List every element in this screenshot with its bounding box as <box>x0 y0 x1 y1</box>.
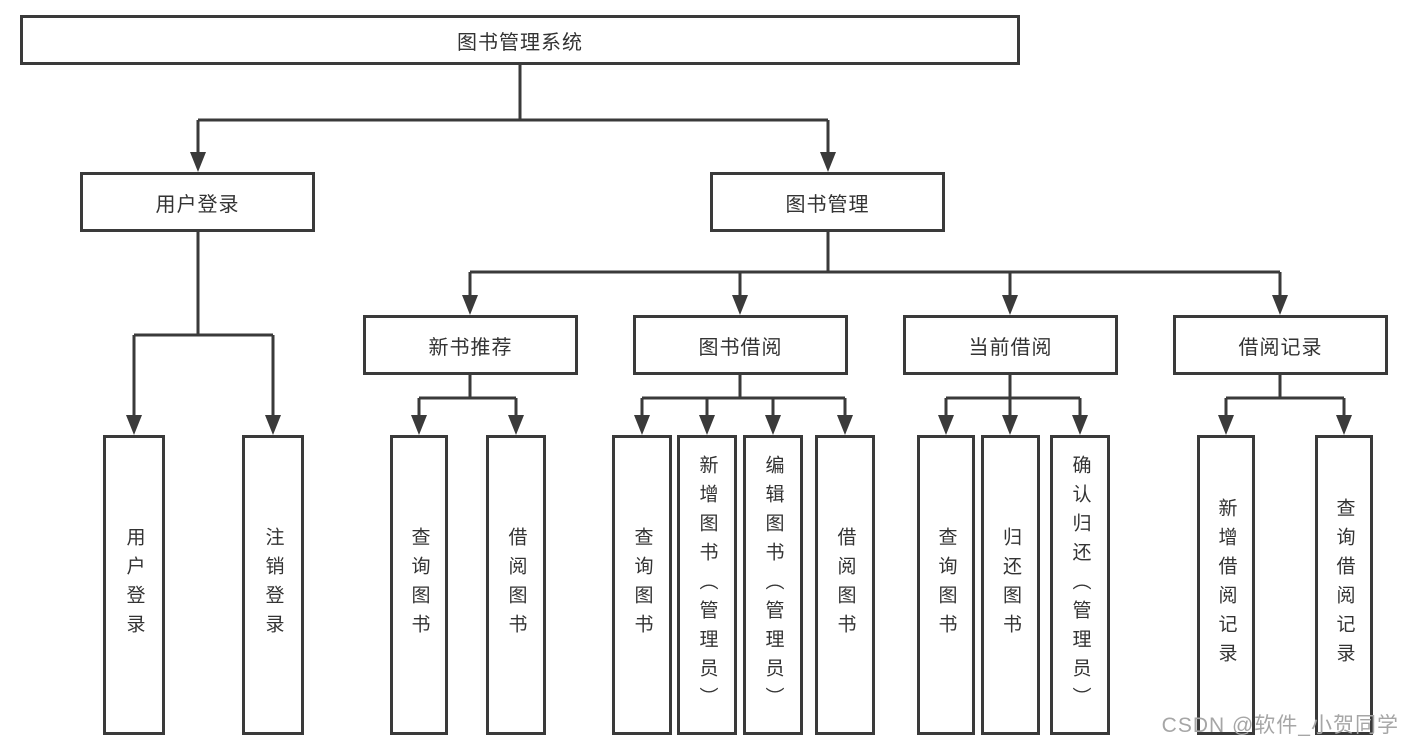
node-borrow-records: 借阅记录 <box>1173 315 1388 375</box>
csdn-watermark: CSDN @软件_小贺同学 <box>1161 714 1399 737</box>
leaf-logout: 注销登录 <box>242 435 304 735</box>
leaf-borrow-books-2: 借阅图书 <box>815 435 875 735</box>
leaf-confirm-return-admin: 确认归还（管理员） <box>1050 435 1110 735</box>
leaf-query-books-2: 查询图书 <box>612 435 672 735</box>
leaf-user-login: 用户登录 <box>103 435 165 735</box>
leaf-query-borrow-record: 查询借阅记录 <box>1315 435 1373 735</box>
node-new-book-recommend: 新书推荐 <box>363 315 578 375</box>
node-book-borrow: 图书借阅 <box>633 315 848 375</box>
leaf-query-books-1: 查询图书 <box>390 435 448 735</box>
leaf-add-book-admin: 新增图书（管理员） <box>677 435 737 735</box>
leaf-query-books-3: 查询图书 <box>917 435 975 735</box>
leaf-borrow-books-1: 借阅图书 <box>486 435 546 735</box>
leaf-edit-book-admin: 编辑图书（管理员） <box>743 435 803 735</box>
node-user-login: 用户登录 <box>80 172 315 232</box>
leaf-add-borrow-record: 新增借阅记录 <box>1197 435 1255 735</box>
node-book-management: 图书管理 <box>710 172 945 232</box>
node-current-borrow: 当前借阅 <box>903 315 1118 375</box>
leaf-return-book: 归还图书 <box>981 435 1040 735</box>
node-root-library-system: 图书管理系统 <box>20 15 1020 65</box>
